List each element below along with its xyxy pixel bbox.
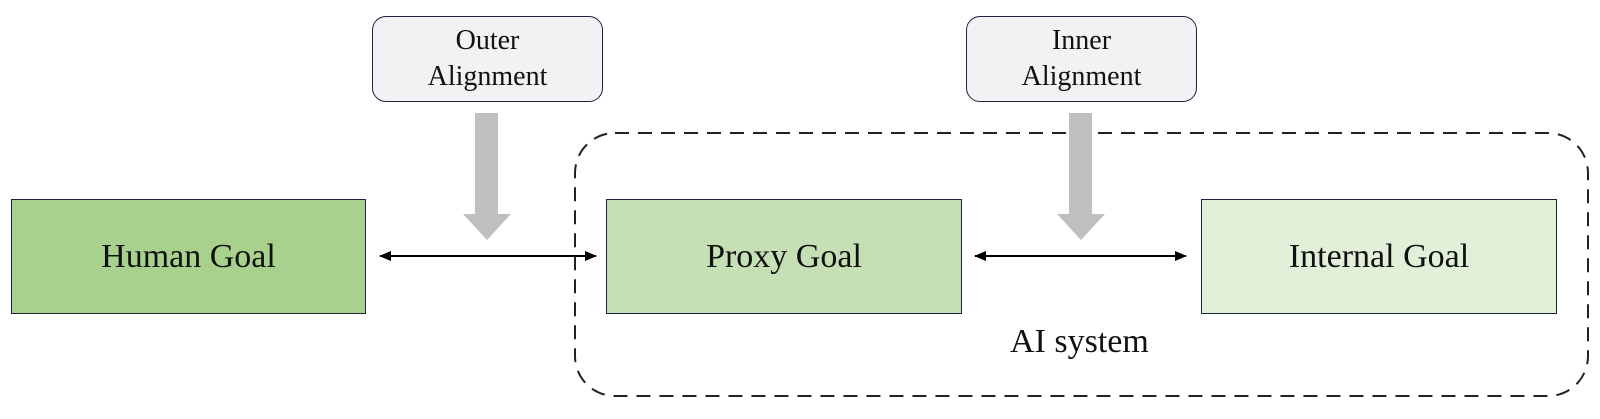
outer-alignment-arrow [463, 113, 511, 240]
outer-alignment-box: Outer Alignment [372, 16, 603, 102]
inner-alignment-line1: Inner [1051, 25, 1112, 56]
ai-system-label: AI system [1010, 323, 1149, 360]
proxy-goal-box: Proxy Goal [606, 199, 962, 314]
inner-alignment-line2: Alignment [1021, 61, 1142, 92]
outer-alignment-line1: Outer [455, 25, 520, 56]
inner-alignment-arrow [1057, 113, 1105, 240]
outer-alignment-line2: Alignment [427, 61, 548, 92]
human-goal-box: Human Goal [11, 199, 366, 314]
proxy-goal-label: Proxy Goal [706, 237, 862, 275]
inner-alignment-box: Inner Alignment [966, 16, 1197, 102]
internal-goal-box: Internal Goal [1201, 199, 1557, 314]
internal-goal-label: Internal Goal [1288, 237, 1470, 275]
human-goal-label: Human Goal [101, 237, 276, 275]
